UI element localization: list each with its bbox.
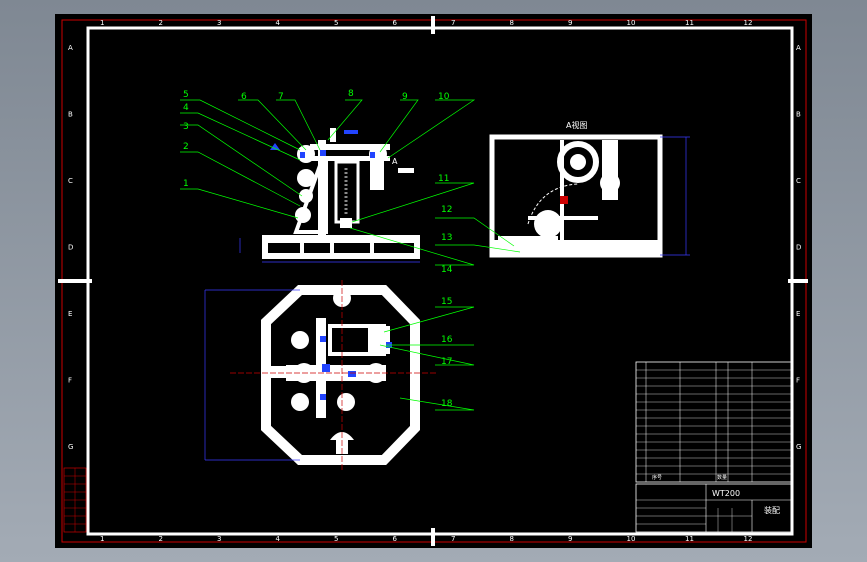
part-callout-number: 14 xyxy=(441,265,453,275)
part-callout-number: 2 xyxy=(183,142,189,152)
top-view xyxy=(204,280,436,470)
part-callout-number: 10 xyxy=(438,92,450,102)
center-mark-bottom xyxy=(431,528,435,546)
zone-letter-left: D xyxy=(68,244,73,252)
zone-number-top: 9 xyxy=(568,19,572,27)
right-zone-letters: A B C D E F G xyxy=(796,44,801,451)
part-callout-number: 6 xyxy=(241,92,247,102)
hatch-block xyxy=(63,467,87,533)
part-callout-number: 7 xyxy=(278,92,284,102)
zone-number-bottom: 1 xyxy=(100,535,104,543)
part-callout-number: 18 xyxy=(441,399,453,409)
zone-number-bottom: 6 xyxy=(393,535,398,543)
part-callout-number: 13 xyxy=(441,233,452,243)
zone-letter-left: E xyxy=(68,310,72,318)
part-callout-number: 8 xyxy=(348,89,354,99)
zone-number-top: 8 xyxy=(510,19,514,27)
zone-number-bottom: 4 xyxy=(276,535,281,543)
zone-letter-left: C xyxy=(68,177,73,185)
part-callout-number: 15 xyxy=(441,297,452,307)
zone-number-bottom: 10 xyxy=(627,535,636,543)
part-callout-number: 17 xyxy=(441,357,452,367)
side-view-a: A视图 xyxy=(489,120,690,258)
part-callout-number: 9 xyxy=(402,92,408,102)
zone-number-top: 6 xyxy=(393,19,398,27)
center-mark-left xyxy=(58,279,92,283)
drawing-name: 装配 xyxy=(764,505,780,515)
zone-number-bottom: 12 xyxy=(744,535,753,543)
zone-number-top: 1 xyxy=(100,19,104,27)
zone-number-bottom: 11 xyxy=(685,535,694,543)
part-callout-number: 11 xyxy=(438,174,449,184)
parts-list: 序号 数量 xyxy=(635,361,793,483)
front-view: A xyxy=(239,128,420,263)
drawing-number: WT200 xyxy=(712,489,740,498)
zone-letter-right: E xyxy=(796,310,800,318)
zone-letter-right: F xyxy=(796,377,800,385)
zone-letter-left: F xyxy=(68,377,72,385)
left-zone-letters: A B C D E F G xyxy=(68,44,73,451)
zone-letter-right: D xyxy=(796,244,801,252)
front-callout-leaders xyxy=(180,99,476,266)
zone-number-top: 7 xyxy=(451,19,455,27)
zone-number-top: 10 xyxy=(627,19,636,27)
zone-number-top: 4 xyxy=(276,19,281,27)
center-mark-top xyxy=(431,16,435,34)
sheet-background xyxy=(55,14,812,548)
zone-number-top: 2 xyxy=(159,19,163,27)
svg-text:数量: 数量 xyxy=(717,474,727,481)
zone-number-bottom: 3 xyxy=(217,535,221,543)
zone-number-bottom: 8 xyxy=(510,535,514,543)
zone-number-bottom: 7 xyxy=(451,535,455,543)
side-callout-leaders xyxy=(435,217,521,253)
zone-letter-right: A xyxy=(796,44,801,52)
zone-number-bottom: 2 xyxy=(159,535,163,543)
zone-number-bottom: 5 xyxy=(334,535,338,543)
svg-text:A: A xyxy=(392,157,398,166)
svg-text:序号: 序号 xyxy=(652,474,662,481)
zone-number-top: 12 xyxy=(744,19,753,27)
part-callout-number: 1 xyxy=(183,179,189,189)
part-callout-number: 12 xyxy=(441,205,452,215)
part-callout-number: 3 xyxy=(183,122,189,132)
zone-number-top: 3 xyxy=(217,19,221,27)
zone-number-top: 5 xyxy=(334,19,338,27)
zone-letter-left: G xyxy=(68,443,73,451)
zone-letter-right: G xyxy=(796,443,801,451)
part-callout-number: 16 xyxy=(441,335,453,345)
center-mark-right xyxy=(788,279,808,283)
top-callout-leaders xyxy=(379,306,475,411)
svg-text:A视图: A视图 xyxy=(566,120,587,130)
zone-letter-left: B xyxy=(68,111,73,119)
zone-letter-left: A xyxy=(68,44,73,52)
zone-letter-right: C xyxy=(796,177,801,185)
zone-number-bottom: 9 xyxy=(568,535,572,543)
zone-number-top: 11 xyxy=(685,19,694,27)
title-block: WT200 装配 xyxy=(635,483,793,533)
part-callout-number: 4 xyxy=(183,103,189,113)
zone-letter-right: B xyxy=(796,111,801,119)
part-callout-number: 5 xyxy=(183,90,189,100)
